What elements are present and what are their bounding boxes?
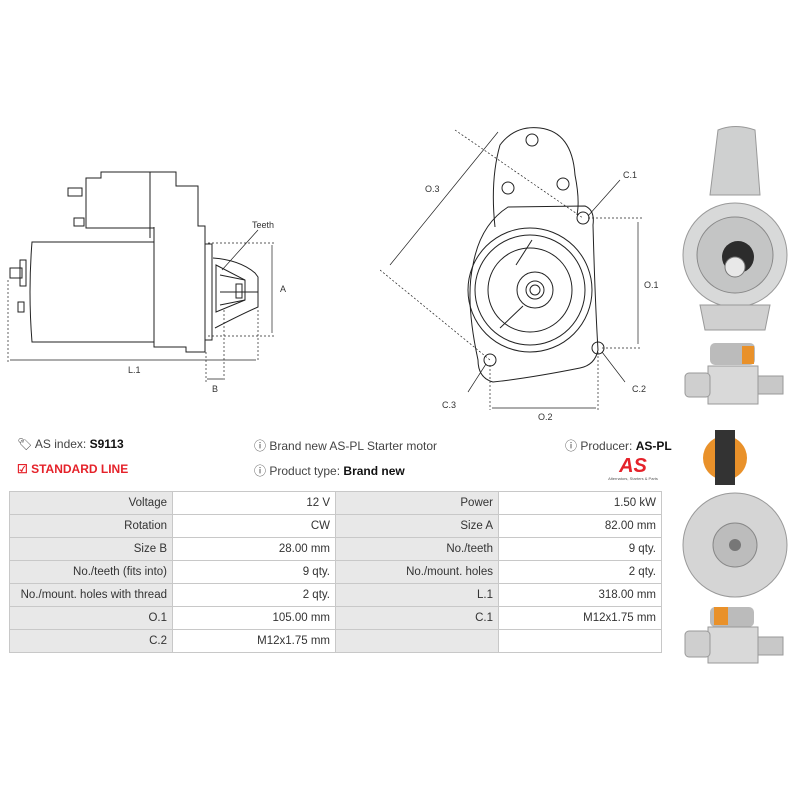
spec-value: 105.00 mm <box>172 606 336 630</box>
spec-value: M12x1.75 mm <box>498 606 662 630</box>
checkbox-icon: ☑ <box>17 462 28 476</box>
label-o1: O.1 <box>644 280 659 290</box>
spec-value <box>498 629 662 653</box>
spec-label: Size A <box>335 514 499 538</box>
tags-icon: 🏷 <box>17 437 33 451</box>
front-view-diagram: O.3 C.1 O.1 C.2 C.3 O.2 <box>380 127 659 420</box>
spec-label: No./mount. holes with thread <box>9 583 173 607</box>
spec-label: L.1 <box>335 583 499 607</box>
label-o2: O.2 <box>538 412 553 420</box>
standard-line-badge: ☑ STANDARD LINE <box>17 462 129 476</box>
label-teeth: Teeth <box>252 220 274 230</box>
spec-value: 82.00 mm <box>498 514 662 538</box>
spec-value: 9 qty. <box>498 537 662 561</box>
spec-value: 318.00 mm <box>498 583 662 607</box>
label-b: B <box>212 384 218 394</box>
spec-label: Rotation <box>9 514 173 538</box>
label-o3: O.3 <box>425 184 440 194</box>
spec-value: 9 qty. <box>172 560 336 584</box>
spec-value: 28.00 mm <box>172 537 336 561</box>
spec-value: 2 qty. <box>498 560 662 584</box>
spec-label: Power <box>335 491 499 515</box>
side-view-diagram: Teeth A L.1 B <box>7 171 286 394</box>
spec-value: 1.50 kW <box>498 491 662 515</box>
info-icon: ⓘ <box>254 464 267 478</box>
spec-label: O.1 <box>9 606 173 630</box>
label-c3: C.3 <box>442 400 456 410</box>
product-photo-side-2[interactable] <box>680 603 790 673</box>
product-photo-rear[interactable] <box>680 420 790 600</box>
label-l1: L.1 <box>128 365 141 375</box>
spec-label: Size B <box>9 537 173 561</box>
spec-row: No./teeth (fits into)9 qty.No./mount. ho… <box>9 560 662 584</box>
spec-label: C.2 <box>9 629 173 653</box>
spec-value: 2 qty. <box>172 583 336 607</box>
label-c2: C.2 <box>632 384 646 394</box>
as-pl-logo: AS Alternators, Starters & Parts <box>608 455 658 481</box>
producer: ⓘ Producer: AS-PL <box>565 439 672 453</box>
spec-value: M12x1.75 mm <box>172 629 336 653</box>
info-icon: ⓘ <box>254 439 267 453</box>
spec-value: 12 V <box>172 491 336 515</box>
label-c1: C.1 <box>623 170 637 180</box>
spec-value: CW <box>172 514 336 538</box>
product-photo-side[interactable] <box>680 338 790 413</box>
spec-label: No./teeth <box>335 537 499 561</box>
spec-label <box>335 629 499 653</box>
spec-label: Voltage <box>9 491 173 515</box>
product-photo-front[interactable] <box>680 125 790 335</box>
label-a: A <box>280 284 286 294</box>
as-index-value: S9113 <box>89 437 124 451</box>
product-description: ⓘ Brand new AS-PL Starter motor <box>254 439 437 453</box>
spec-label: No./mount. holes <box>335 560 499 584</box>
spec-label: No./teeth (fits into) <box>9 560 173 584</box>
product-type: ⓘ Product type: Brand new <box>254 464 405 478</box>
as-index: 🏷 AS index: S9113 <box>17 437 124 451</box>
info-icon: ⓘ <box>565 439 578 453</box>
spec-label: C.1 <box>335 606 499 630</box>
